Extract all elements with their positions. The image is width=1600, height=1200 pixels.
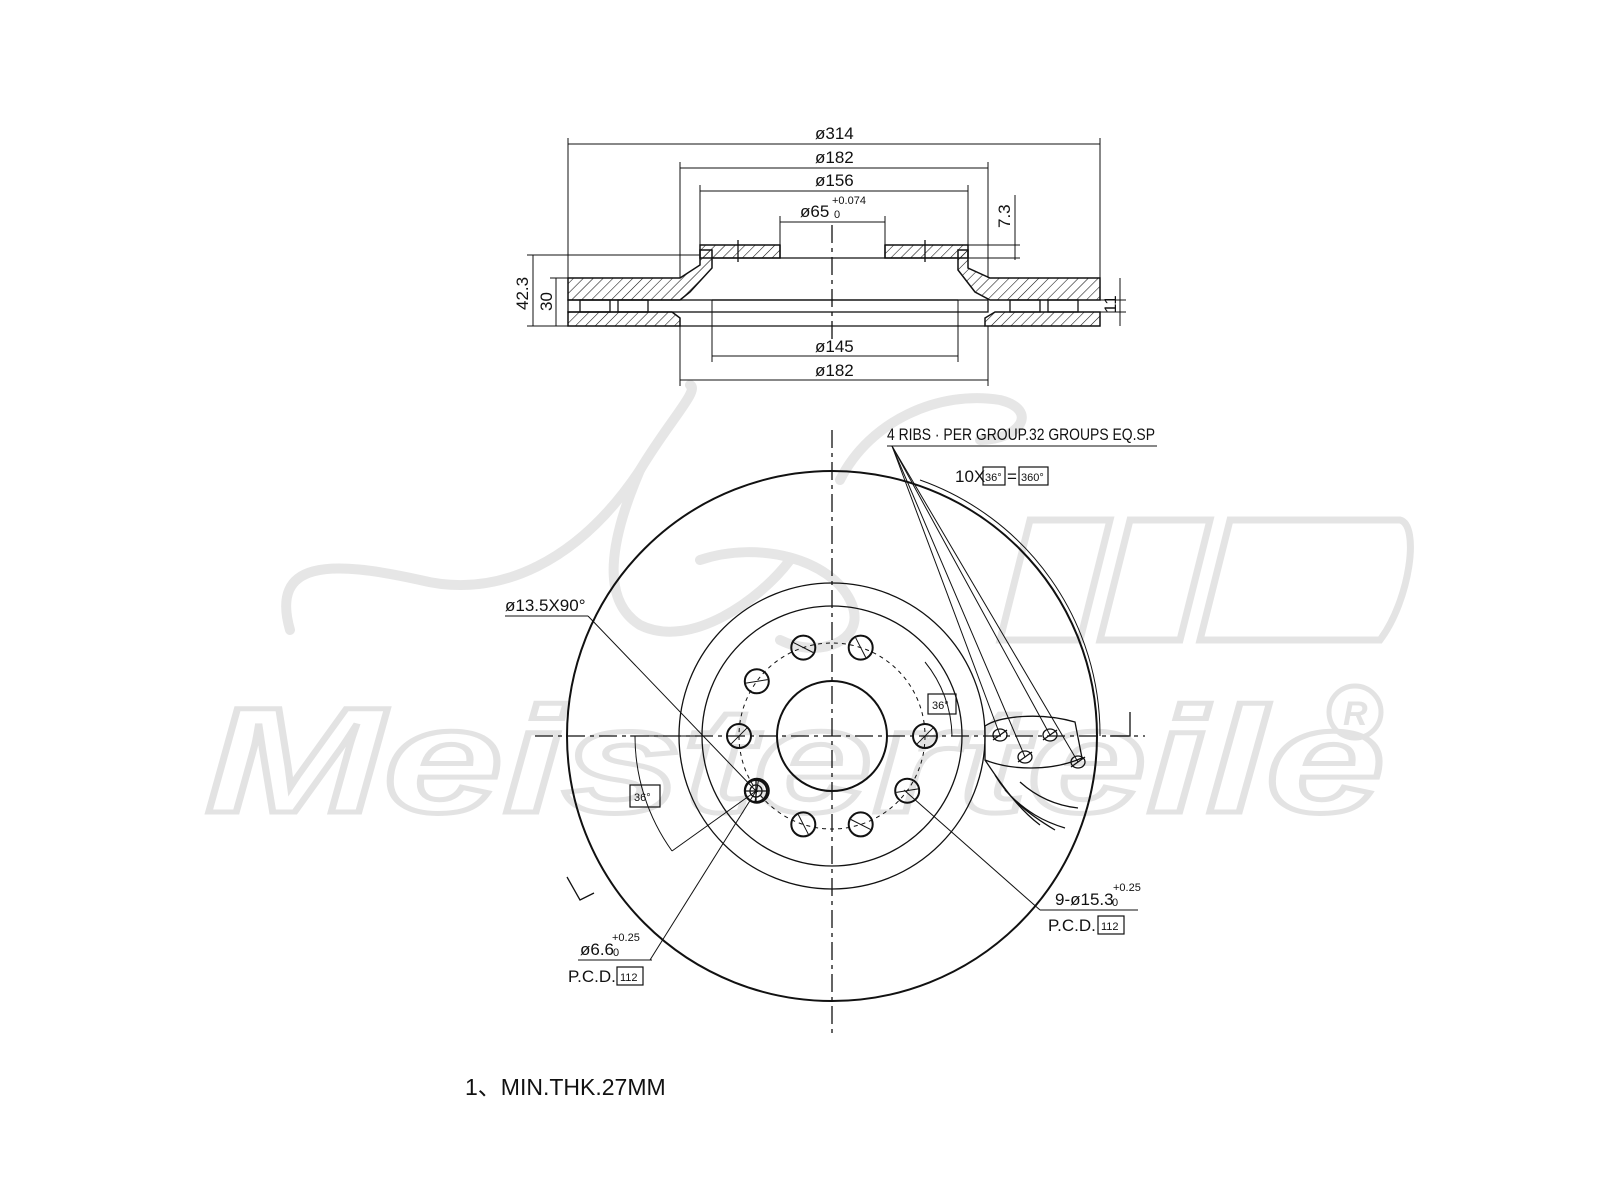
dim-145: ø145 [711,300,959,362]
angle-repeat-eq: = [1007,467,1017,486]
dim-11: 11 [1100,278,1126,326]
chamfer-note: ø13.5X90° [505,596,757,792]
bolt-hole [743,668,770,695]
dim-182-top-label: ø182 [815,148,854,167]
dim-11-label: 11 [1101,295,1120,313]
bolt-hole-centerline [896,788,919,793]
angle-left-label: 36° [634,792,651,804]
small-hole-pcd-value: 112 [620,972,638,984]
bolt-hole-centerline [916,727,934,745]
angle-repeat-box1: 36° [985,472,1002,484]
dim-65-tol-lower: 0 [834,209,840,221]
angle-repeat-box2: 360° [1021,472,1044,484]
dim-65-label: ø65 [800,202,829,221]
bolt-hole-centerline [793,642,814,653]
right-ring-section [957,249,1101,301]
bolt-hole [790,634,817,661]
bolt-hole [912,723,938,749]
angle-repeat-note: 10X 36° = 360° [919,466,1101,737]
disc-outer-edge [566,470,1098,1002]
bolt-holes-label: 9-ø15.3 [1055,890,1114,909]
dim-314: ø314 [567,124,1101,278]
right-ring-bottom [984,311,1101,327]
bolt-hole [790,811,817,838]
bolt-holes-tol-upper: +0.25 [1113,882,1141,894]
watermark-bars [995,516,1414,644]
dim-30: 30 [537,277,568,326]
bolt-hole [847,634,874,661]
bolt-hole [726,723,752,749]
small-hole-tol-upper: +0.25 [612,932,640,944]
bolt-holes-note: 9-ø15.3 +0.25 0 P.C.D. 112 [903,789,1141,935]
dim-145-label: ø145 [815,337,854,356]
registered-mark-letter: R [1343,695,1368,733]
bolt-hole-centerline [850,819,871,830]
angle-right-label: 36° [932,700,949,712]
dim-7-3-label: 7.3 [995,204,1014,228]
dim-182-top: ø182 [679,148,989,278]
hat-top-plate-right [884,244,969,259]
dim-156-label: ø156 [815,171,854,190]
dim-30-label: 30 [537,292,556,311]
angle-right: 36° [924,661,957,737]
left-ring-section [567,249,713,301]
bolt-hole-centerline [855,637,867,658]
dim-42-3: 42.3 [513,254,700,327]
center-bore [776,680,888,792]
small-hole-pcd: P.C.D. [568,967,616,986]
dim-182-bottom-label: ø182 [815,361,854,380]
dim-7-3: 7.3 [968,195,1020,260]
bolt-hole-centerline [797,814,809,835]
small-hole-tol-lower: 0 [613,947,619,959]
section-marker-right [1110,712,1131,737]
vent-channel [567,299,989,313]
chamfer-label: ø13.5X90° [505,596,586,615]
section-view: ø314 ø182 ø156 ø65 +0.074 0 7.3 [513,124,1126,386]
min-thickness-note: 1、MIN.THK.27MM [465,1074,666,1100]
angle-left: 36° [629,735,757,852]
bolt-holes-pcd: P.C.D. [1048,916,1096,935]
dim-65-tol-upper: +0.074 [832,195,866,207]
bolt-hole [847,811,874,838]
watermark: Meisterteile R [203,380,1414,847]
watermark-text: Meisterteile [205,676,1385,844]
dim-314-label: ø314 [815,124,854,143]
dim-42-3-label: 42.3 [513,277,532,310]
small-hole-note: ø6.6 +0.25 0 P.C.D. 112 [568,790,757,986]
dim-182-bottom: ø182 [679,326,989,386]
hat-inner-circle [701,605,963,867]
ribs-note-label: 4 RIBS · PER GROUP.32 GROUPS EQ.SP [887,425,1155,444]
angle-repeat-prefix: 10X [955,467,985,486]
ribs-note: 4 RIBS · PER GROUP.32 GROUPS EQ.SP [887,425,1157,763]
plan-view: 4 RIBS · PER GROUP.32 GROUPS EQ.SP 10X 3… [505,425,1157,1035]
bolt-holes-tol-lower: 0 [1112,897,1118,909]
dim-156: ø156 [699,171,969,245]
dim-65: ø65 +0.074 0 [779,195,886,245]
bolt-hole-centerline [730,727,748,745]
registered-mark: R [1326,683,1384,741]
vent-ribs [579,299,1079,313]
bolt-holes-pcd-value: 112 [1101,921,1119,933]
section-arrow-mark [566,876,595,901]
left-ring-bottom [567,311,681,327]
bolt-hole-centerline [745,679,768,684]
hat-top-plate [699,244,781,259]
bolt-hole [894,777,921,804]
small-hole-label: ø6.6 [580,940,614,959]
